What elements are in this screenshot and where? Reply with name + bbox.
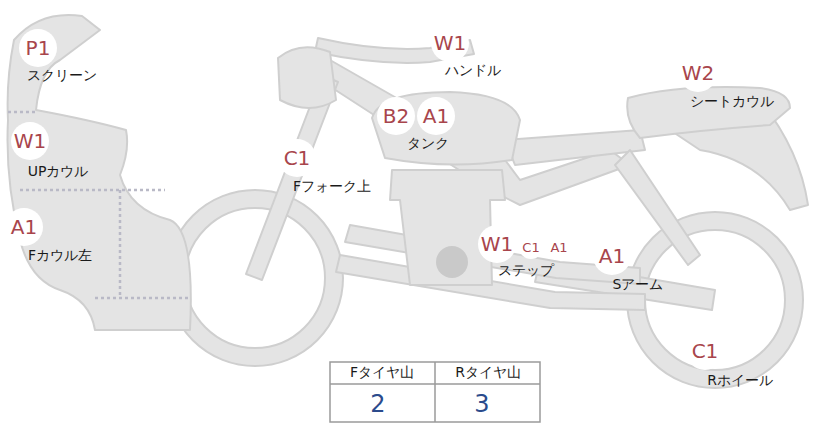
callout-number: A1 <box>417 97 455 135</box>
callout-number: C1 <box>519 235 543 259</box>
part-label: Fフォーク上 <box>293 178 371 196</box>
part-label: スクリーン <box>27 67 97 85</box>
part-label: タンク <box>407 135 449 153</box>
callout-number: C1 <box>686 332 724 370</box>
callout-number: P1 <box>19 29 57 67</box>
part-label: ハンドル <box>445 62 501 80</box>
part-label: ステップ <box>498 262 554 280</box>
part-label: Sアーム <box>613 276 664 294</box>
table-header: Fタイヤ山 <box>350 364 414 382</box>
table-value: 2 <box>370 390 385 418</box>
callout-number: C1 <box>278 139 316 177</box>
part-label: UPカウル <box>28 163 89 181</box>
callout-number: W1 <box>478 225 516 263</box>
callout-number: W2 <box>679 54 717 92</box>
part-label: シートカウル <box>690 93 774 111</box>
callout-number: W1 <box>431 24 469 62</box>
callout-number: B2 <box>377 97 415 135</box>
table-header: Rタイヤ山 <box>455 364 521 382</box>
callout-number: A1 <box>593 237 631 275</box>
callout-number: A1 <box>547 235 571 259</box>
callout-number: W1 <box>11 122 49 160</box>
callout-number: A1 <box>5 208 43 246</box>
table-value: 3 <box>474 390 489 418</box>
part-label: Rホイール <box>707 372 773 390</box>
part-label: Fカウル左 <box>28 247 92 265</box>
